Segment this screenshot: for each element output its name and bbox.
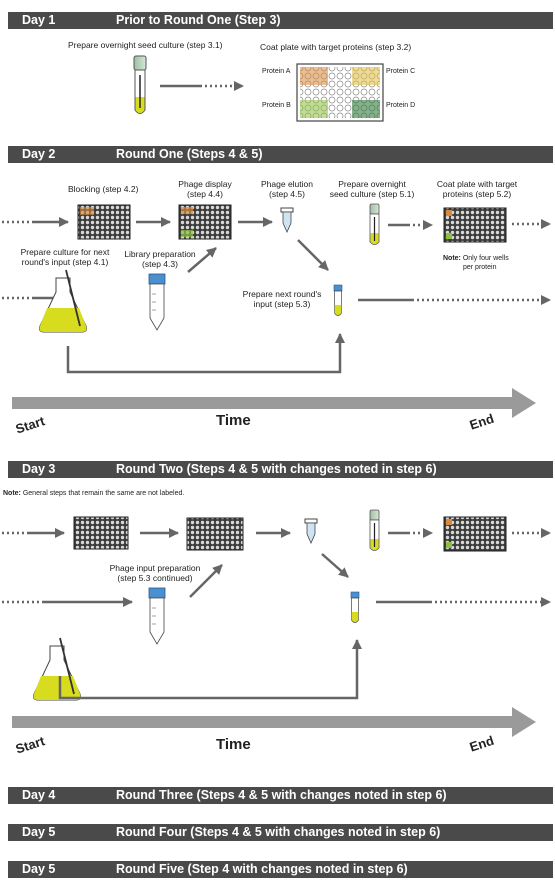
day2-note: Note: Only four wells per protein	[443, 254, 509, 272]
day4-header: Day 4 Round Three (Steps 4 & 5 with chan…	[8, 787, 553, 804]
note-prefix: Note:	[443, 255, 461, 262]
coat-line1: Coat plate with target	[436, 179, 518, 189]
timeline1-time: Time	[216, 412, 251, 429]
timeline-arrow-1	[12, 388, 536, 418]
culture-line2: round's input (step 4.1)	[21, 257, 109, 267]
seed-line1: Prepare overnight	[338, 179, 406, 189]
day-label: Day 1	[22, 13, 56, 27]
phage-display-label: Phage display (step 4.4)	[170, 179, 240, 199]
protein-b-label: Protein B	[262, 102, 291, 109]
phage-display-plate-icon	[178, 204, 232, 240]
coat-line2: proteins (step 5.2)	[442, 189, 512, 199]
day3-culture-flask-icon	[33, 637, 81, 701]
library-label: Library preparation (step 4.3)	[115, 249, 205, 269]
timeline-arrow-2	[12, 707, 536, 737]
next-input-label: Prepare next round's input (step 5.3)	[232, 289, 332, 309]
day-label: Day 3	[22, 462, 56, 476]
protein-c-label: Protein C	[386, 68, 416, 75]
timeline2-time: Time	[216, 736, 251, 753]
blocking-plate-icon	[77, 204, 131, 240]
day1-seed-tube-icon	[133, 55, 147, 114]
round-title: Round Four (Steps 4 & 5 with changes not…	[116, 825, 441, 839]
library-tube-icon	[148, 273, 166, 331]
day5-round5-header: Day 5 Round Five (Step 4 with changes no…	[8, 861, 553, 878]
day2-seed-tube-icon	[369, 203, 380, 245]
next-line1: Prepare next round's	[242, 289, 322, 299]
day1-coat-label: Coat plate with target proteins (step 3.…	[260, 42, 412, 52]
culture-flask-icon	[39, 269, 87, 333]
library-line2: (step 4.3)	[142, 259, 178, 269]
note-prefix: Note:	[3, 490, 21, 497]
protein-d-label: Protein D	[386, 102, 416, 109]
day2-coat-plate-icon	[443, 207, 507, 243]
next-input-tube-icon	[333, 284, 343, 316]
day2-header: Day 2 Round One (Steps 4 & 5)	[8, 146, 553, 163]
phage-input-line1: Phage input preparation	[109, 563, 201, 573]
note-line2: per protein	[463, 264, 497, 271]
phage-input-tube-icon	[148, 587, 166, 645]
round-title: Round One (Steps 4 & 5)	[116, 147, 263, 161]
round-title: Round Two (Steps 4 & 5 with changes note…	[116, 462, 437, 476]
elution-line1: Phage elution	[261, 179, 313, 189]
next-line2: input (step 5.3)	[253, 299, 311, 309]
day2-coat-label: Coat plate with target proteins (step 5.…	[424, 179, 530, 199]
phage-elution-label: Phage elution (step 4.5)	[252, 179, 322, 199]
culture-label: Prepare culture for next round's input (…	[10, 247, 120, 267]
day5-round4-header: Day 5 Round Four (Steps 4 & 5 with chang…	[8, 824, 553, 841]
day3-next-input-tube-icon	[350, 591, 360, 623]
day3-blocking-plate-icon	[73, 516, 129, 550]
day3-note: Note: General steps that remain the same…	[3, 489, 184, 499]
day-label: Day 5	[22, 825, 56, 839]
blocking-label: Blocking (step 4.2)	[68, 184, 139, 194]
day1-coat-plate-icon	[296, 63, 384, 122]
day3-seed-tube-icon	[369, 509, 380, 551]
phage-input-line2: (step 5.3 continued)	[117, 573, 193, 583]
day1-seed-label: Prepare overnight seed culture (step 3.1…	[68, 40, 223, 50]
day3-phage-display-plate-icon	[186, 517, 244, 551]
day-label: Day 2	[22, 147, 56, 161]
day3-header: Day 3 Round Two (Steps 4 & 5 with change…	[8, 461, 553, 478]
phage-display-line2: (step 4.4)	[187, 189, 223, 199]
round-title: Prior to Round One (Step 3)	[116, 13, 281, 27]
day1-header: Day 1 Prior to Round One (Step 3)	[8, 12, 553, 29]
round-title: Round Three (Steps 4 & 5 with changes no…	[116, 788, 447, 802]
phage-display-line1: Phage display	[178, 179, 232, 189]
day2-seed-label: Prepare overnight seed culture (step 5.1…	[322, 179, 422, 199]
day-label: Day 4	[22, 788, 56, 802]
note-line1: Only four wells	[462, 255, 509, 262]
round-title: Round Five (Step 4 with changes noted in…	[116, 862, 408, 876]
day3-elution-tube-icon	[304, 518, 318, 544]
elution-line2: (step 4.5)	[269, 189, 305, 199]
day3-coat-plate-icon	[443, 516, 507, 552]
elution-tube-icon	[280, 207, 294, 233]
phage-input-label: Phage input preparation (step 5.3 contin…	[100, 563, 210, 583]
protein-a-label: Protein A	[262, 68, 291, 75]
seed-line2: seed culture (step 5.1)	[329, 189, 415, 199]
day-label: Day 5	[22, 862, 56, 876]
library-line1: Library preparation	[124, 249, 196, 259]
culture-line1: Prepare culture for next	[20, 247, 110, 257]
note-text: General steps that remain the same are n…	[22, 490, 185, 497]
